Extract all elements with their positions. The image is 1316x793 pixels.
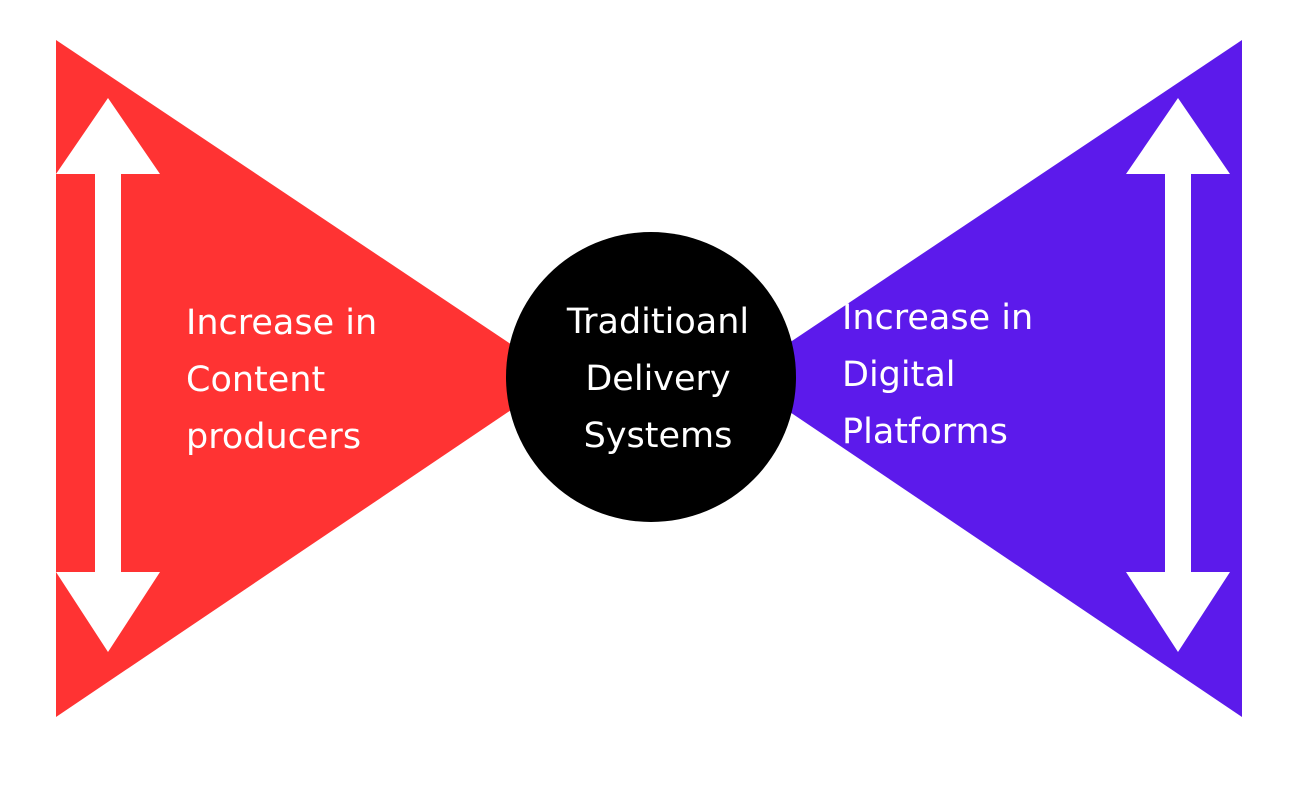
- left-triangle: [56, 40, 560, 717]
- left-label-line-1: Increase in: [186, 303, 378, 343]
- center-circle: [506, 232, 796, 522]
- right-label-line-3: Platforms: [842, 412, 1008, 452]
- right-label: Increase in Digital Platforms: [842, 290, 1033, 461]
- right-triangle: [738, 40, 1242, 717]
- center-label: Traditioanl Delivery Systems: [508, 294, 808, 465]
- left-label-line-3: producers: [186, 417, 362, 457]
- center-label-line-1: Traditioanl: [566, 302, 750, 342]
- right-label-line-2: Digital: [842, 355, 956, 395]
- right-double-arrow-icon: [1126, 98, 1230, 652]
- left-label-line-2: Content: [186, 360, 326, 400]
- center-label-line-2: Delivery: [585, 359, 731, 399]
- left-double-arrow-icon: [56, 98, 160, 652]
- center-label-line-3: Systems: [583, 416, 733, 456]
- right-label-line-1: Increase in: [842, 298, 1034, 338]
- left-label: Increase in Content producers: [186, 295, 377, 466]
